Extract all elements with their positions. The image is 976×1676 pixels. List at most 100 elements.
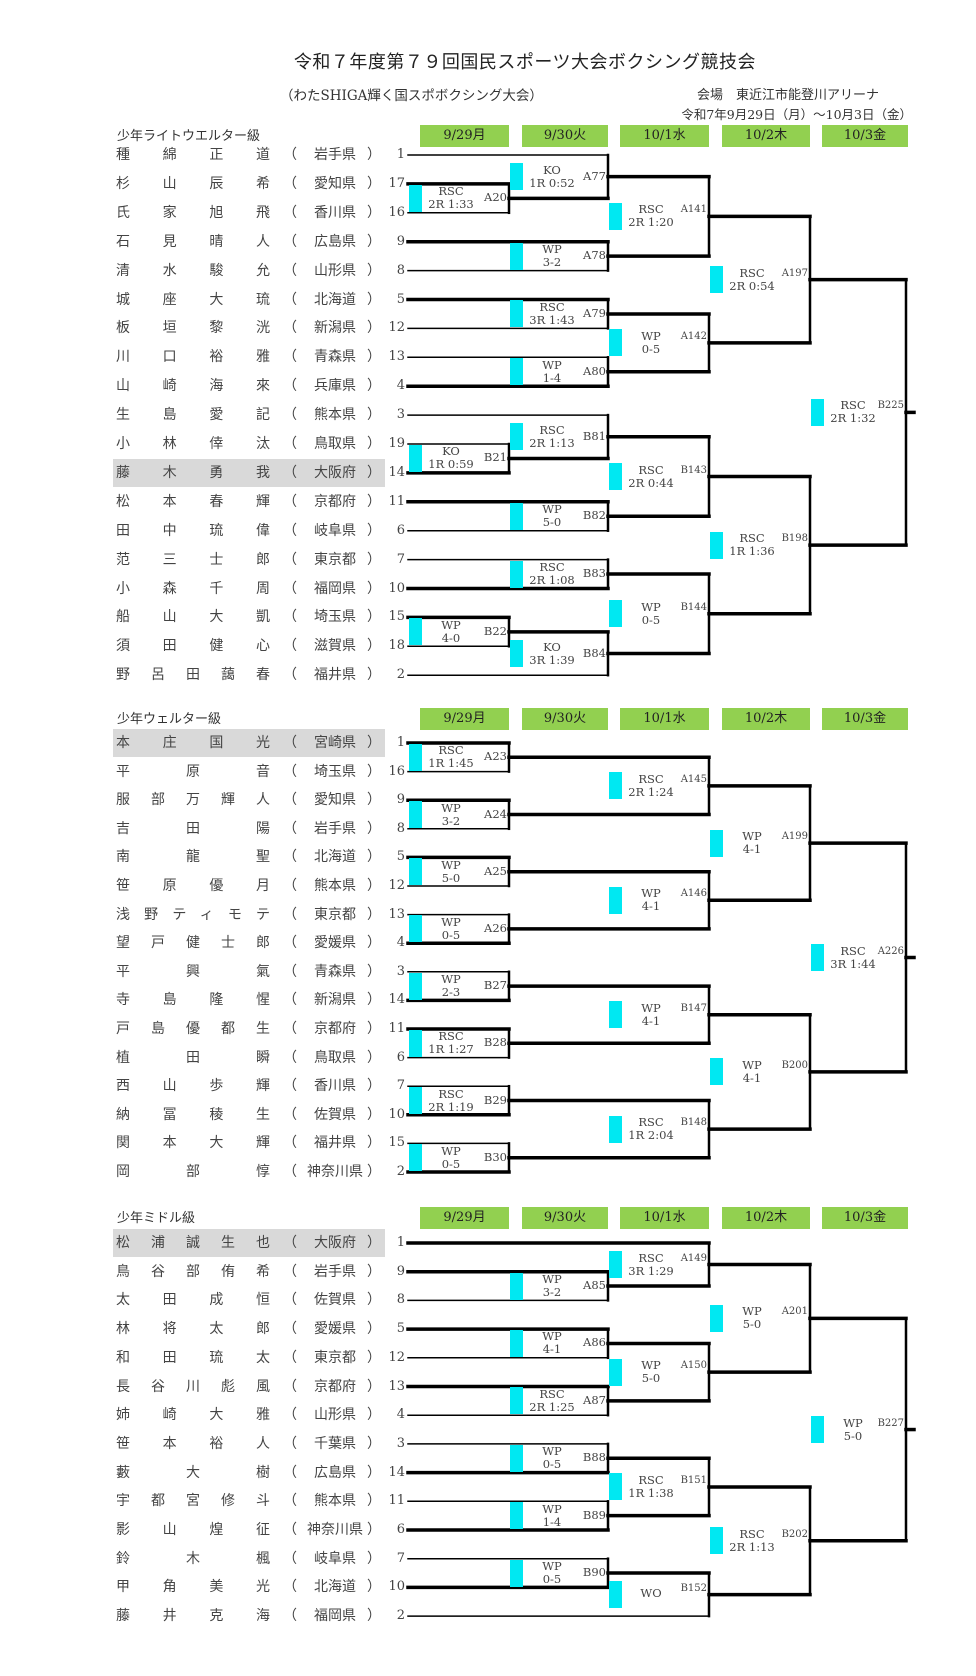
player-row[interactable]: 植田瞬（鳥取県）6 <box>113 1044 413 1072</box>
player-row[interactable]: 西山歩輝（香川県）7 <box>113 1072 413 1100</box>
player-row[interactable]: 藤井克海（福岡県）2 <box>113 1602 413 1630</box>
paren-open: （ <box>283 1407 297 1424</box>
result-line: KO <box>543 162 561 177</box>
result-marker <box>710 531 723 559</box>
result-line: 1-4 <box>542 370 562 385</box>
result-marker <box>609 202 622 230</box>
draw-number: 16 <box>388 763 405 779</box>
result-line: 2R 1:32 <box>830 411 876 426</box>
player-row[interactable]: 松浦誠生也（大阪府）1 <box>113 1229 413 1257</box>
player-row[interactable]: 生島愛記（熊本県）3 <box>113 401 413 429</box>
paren-close: ） <box>367 1078 381 1095</box>
player-prefecture: 東京都 <box>314 906 356 923</box>
player-row[interactable]: 影山煌征（神奈川県）6 <box>113 1516 413 1544</box>
player-row[interactable]: 杉山辰希（愛知県）17 <box>113 170 413 198</box>
result-line: 4-1 <box>742 842 762 857</box>
player-name: 范三士郎 <box>116 551 270 568</box>
player-row[interactable]: 板垣黎洸（新潟県）12 <box>113 314 413 342</box>
player-row[interactable]: 山崎海來（兵庫県）4 <box>113 372 413 400</box>
result-line: 5-0 <box>441 870 461 885</box>
player-row[interactable]: 藪大樹（広島県）14 <box>113 1459 413 1487</box>
paren-open: （ <box>283 1579 297 1596</box>
paren-open: （ <box>283 1493 297 1510</box>
match-number: A87 <box>583 1392 606 1407</box>
player-row[interactable]: 和田琉太（東京都）12 <box>113 1344 413 1372</box>
result-marker <box>609 886 622 914</box>
match-number: A146 <box>680 888 707 900</box>
match-number: B83 <box>582 566 606 581</box>
match-number: A149 <box>680 1252 707 1264</box>
day-header: 10/2木 <box>722 1207 810 1229</box>
player-name: 太田成恒 <box>116 1292 270 1309</box>
venue: 会場 東近江市能登川アリーナ <box>697 88 880 103</box>
player-row[interactable]: 小森千周（福岡県）10 <box>113 575 413 603</box>
player-row[interactable]: 種綿正道（岩手県）1 <box>113 141 413 169</box>
player-prefecture: 山形県 <box>314 1407 356 1424</box>
player-row[interactable]: 林将太郎（愛媛県）5 <box>113 1315 413 1343</box>
player-prefecture: 青森県 <box>314 349 356 366</box>
result-line: WO <box>640 1585 662 1600</box>
player-row[interactable]: 岡部惇（神奈川県）2 <box>113 1158 413 1186</box>
player-name: 本庄国光 <box>116 735 270 751</box>
draw-number: 8 <box>396 820 405 836</box>
player-row[interactable]: 長谷川彪風（京都府）13 <box>113 1373 413 1401</box>
match-number: B151 <box>680 1474 707 1486</box>
player-row[interactable]: 須田健心（滋賀県）18 <box>113 632 413 660</box>
result-marker <box>510 300 523 328</box>
result-line: 1R 2:04 <box>628 1128 674 1143</box>
player-row[interactable]: 清水駿允（山形県）8 <box>113 257 413 285</box>
player-row[interactable]: 姉崎大雅（山形県）4 <box>113 1401 413 1429</box>
player-row[interactable]: 太田成恒（佐賀県）8 <box>113 1286 413 1314</box>
player-row[interactable]: 望戸健士郎（愛媛県）4 <box>113 929 413 957</box>
player-name: 城座大琉 <box>116 291 270 308</box>
match-number: B89 <box>582 1507 606 1522</box>
player-row[interactable]: 船山大凱（埼玉県）15 <box>113 603 413 631</box>
paren-close: ） <box>367 464 381 481</box>
player-row[interactable]: 南龍聖（北海道）5 <box>113 843 413 871</box>
player-row[interactable]: 笹本裕人（千葉県）3 <box>113 1430 413 1458</box>
player-row[interactable]: 平興氣（青森県）3 <box>113 958 413 986</box>
player-row[interactable]: 寺島隆惺（新潟県）14 <box>113 986 413 1014</box>
player-row[interactable]: 藤木勇我（大阪府）14 <box>113 458 413 487</box>
result-line: 5-0 <box>542 515 562 530</box>
player-row[interactable]: 范三士郎（東京都）7 <box>113 546 413 574</box>
paren-close: ） <box>367 763 381 780</box>
player-row[interactable]: 野呂田藹春（福井県）2 <box>113 661 413 689</box>
player-row[interactable]: 納冨稜生（佐賀県）10 <box>113 1101 413 1129</box>
player-row[interactable]: 吉田陽（岩手県）8 <box>113 815 413 843</box>
player-row[interactable]: 笹原優月（熊本県）12 <box>113 872 413 900</box>
result-marker <box>510 423 523 451</box>
player-row[interactable]: 甲角美光（北海道）10 <box>113 1573 413 1601</box>
player-name: 川口裕雅 <box>116 349 270 366</box>
player-row[interactable]: 服部万輝人（愛知県）9 <box>113 786 413 814</box>
player-prefecture: 福井県 <box>314 667 356 684</box>
result-marker <box>409 1087 422 1114</box>
player-name: 鳥谷部侑希 <box>116 1263 270 1280</box>
player-row[interactable]: 鳥谷部侑希（岩手県）9 <box>113 1258 413 1286</box>
player-row[interactable]: 石見晴人（広島県）9 <box>113 228 413 256</box>
draw-number: 10 <box>388 1579 405 1595</box>
player-row[interactable]: 城座大琉（北海道）5 <box>113 286 413 314</box>
player-row[interactable]: 宇都宮修斗（熊本県）11 <box>113 1487 413 1515</box>
draw-number: 8 <box>396 262 405 278</box>
player-row[interactable]: 田中琉偉（岐阜県）6 <box>113 517 413 545</box>
player-row[interactable]: 松本春輝（京都府）11 <box>113 488 413 516</box>
player-prefecture: 愛媛県 <box>314 935 356 952</box>
paren-open: （ <box>283 1135 297 1152</box>
draw-number: 9 <box>396 792 405 808</box>
draw-number: 14 <box>388 1464 405 1480</box>
player-row[interactable]: 川口裕雅（青森県）13 <box>113 343 413 371</box>
player-row[interactable]: 浅野ティモテ（東京都）13 <box>113 901 413 929</box>
player-name: 服部万輝人 <box>116 792 270 809</box>
player-row[interactable]: 氏家旭飛（香川県）16 <box>113 199 413 227</box>
result-line: 2R 1:33 <box>428 197 474 212</box>
player-row[interactable]: 平原音（埼玉県）16 <box>113 758 413 786</box>
paren-open: （ <box>283 1378 297 1395</box>
player-row[interactable]: 鈴木楓（岐阜県）7 <box>113 1545 413 1573</box>
player-row[interactable]: 戸島優都生（京都府）11 <box>113 1015 413 1043</box>
result-line: RSC <box>840 398 866 413</box>
player-row[interactable]: 関本大輝（福井県）15 <box>113 1129 413 1157</box>
player-row[interactable]: 本庄国光（宮崎県）1 <box>113 729 413 757</box>
player-row[interactable]: 小林倖汰（鳥取県）19 <box>113 430 413 458</box>
draw-number: 3 <box>396 963 405 979</box>
